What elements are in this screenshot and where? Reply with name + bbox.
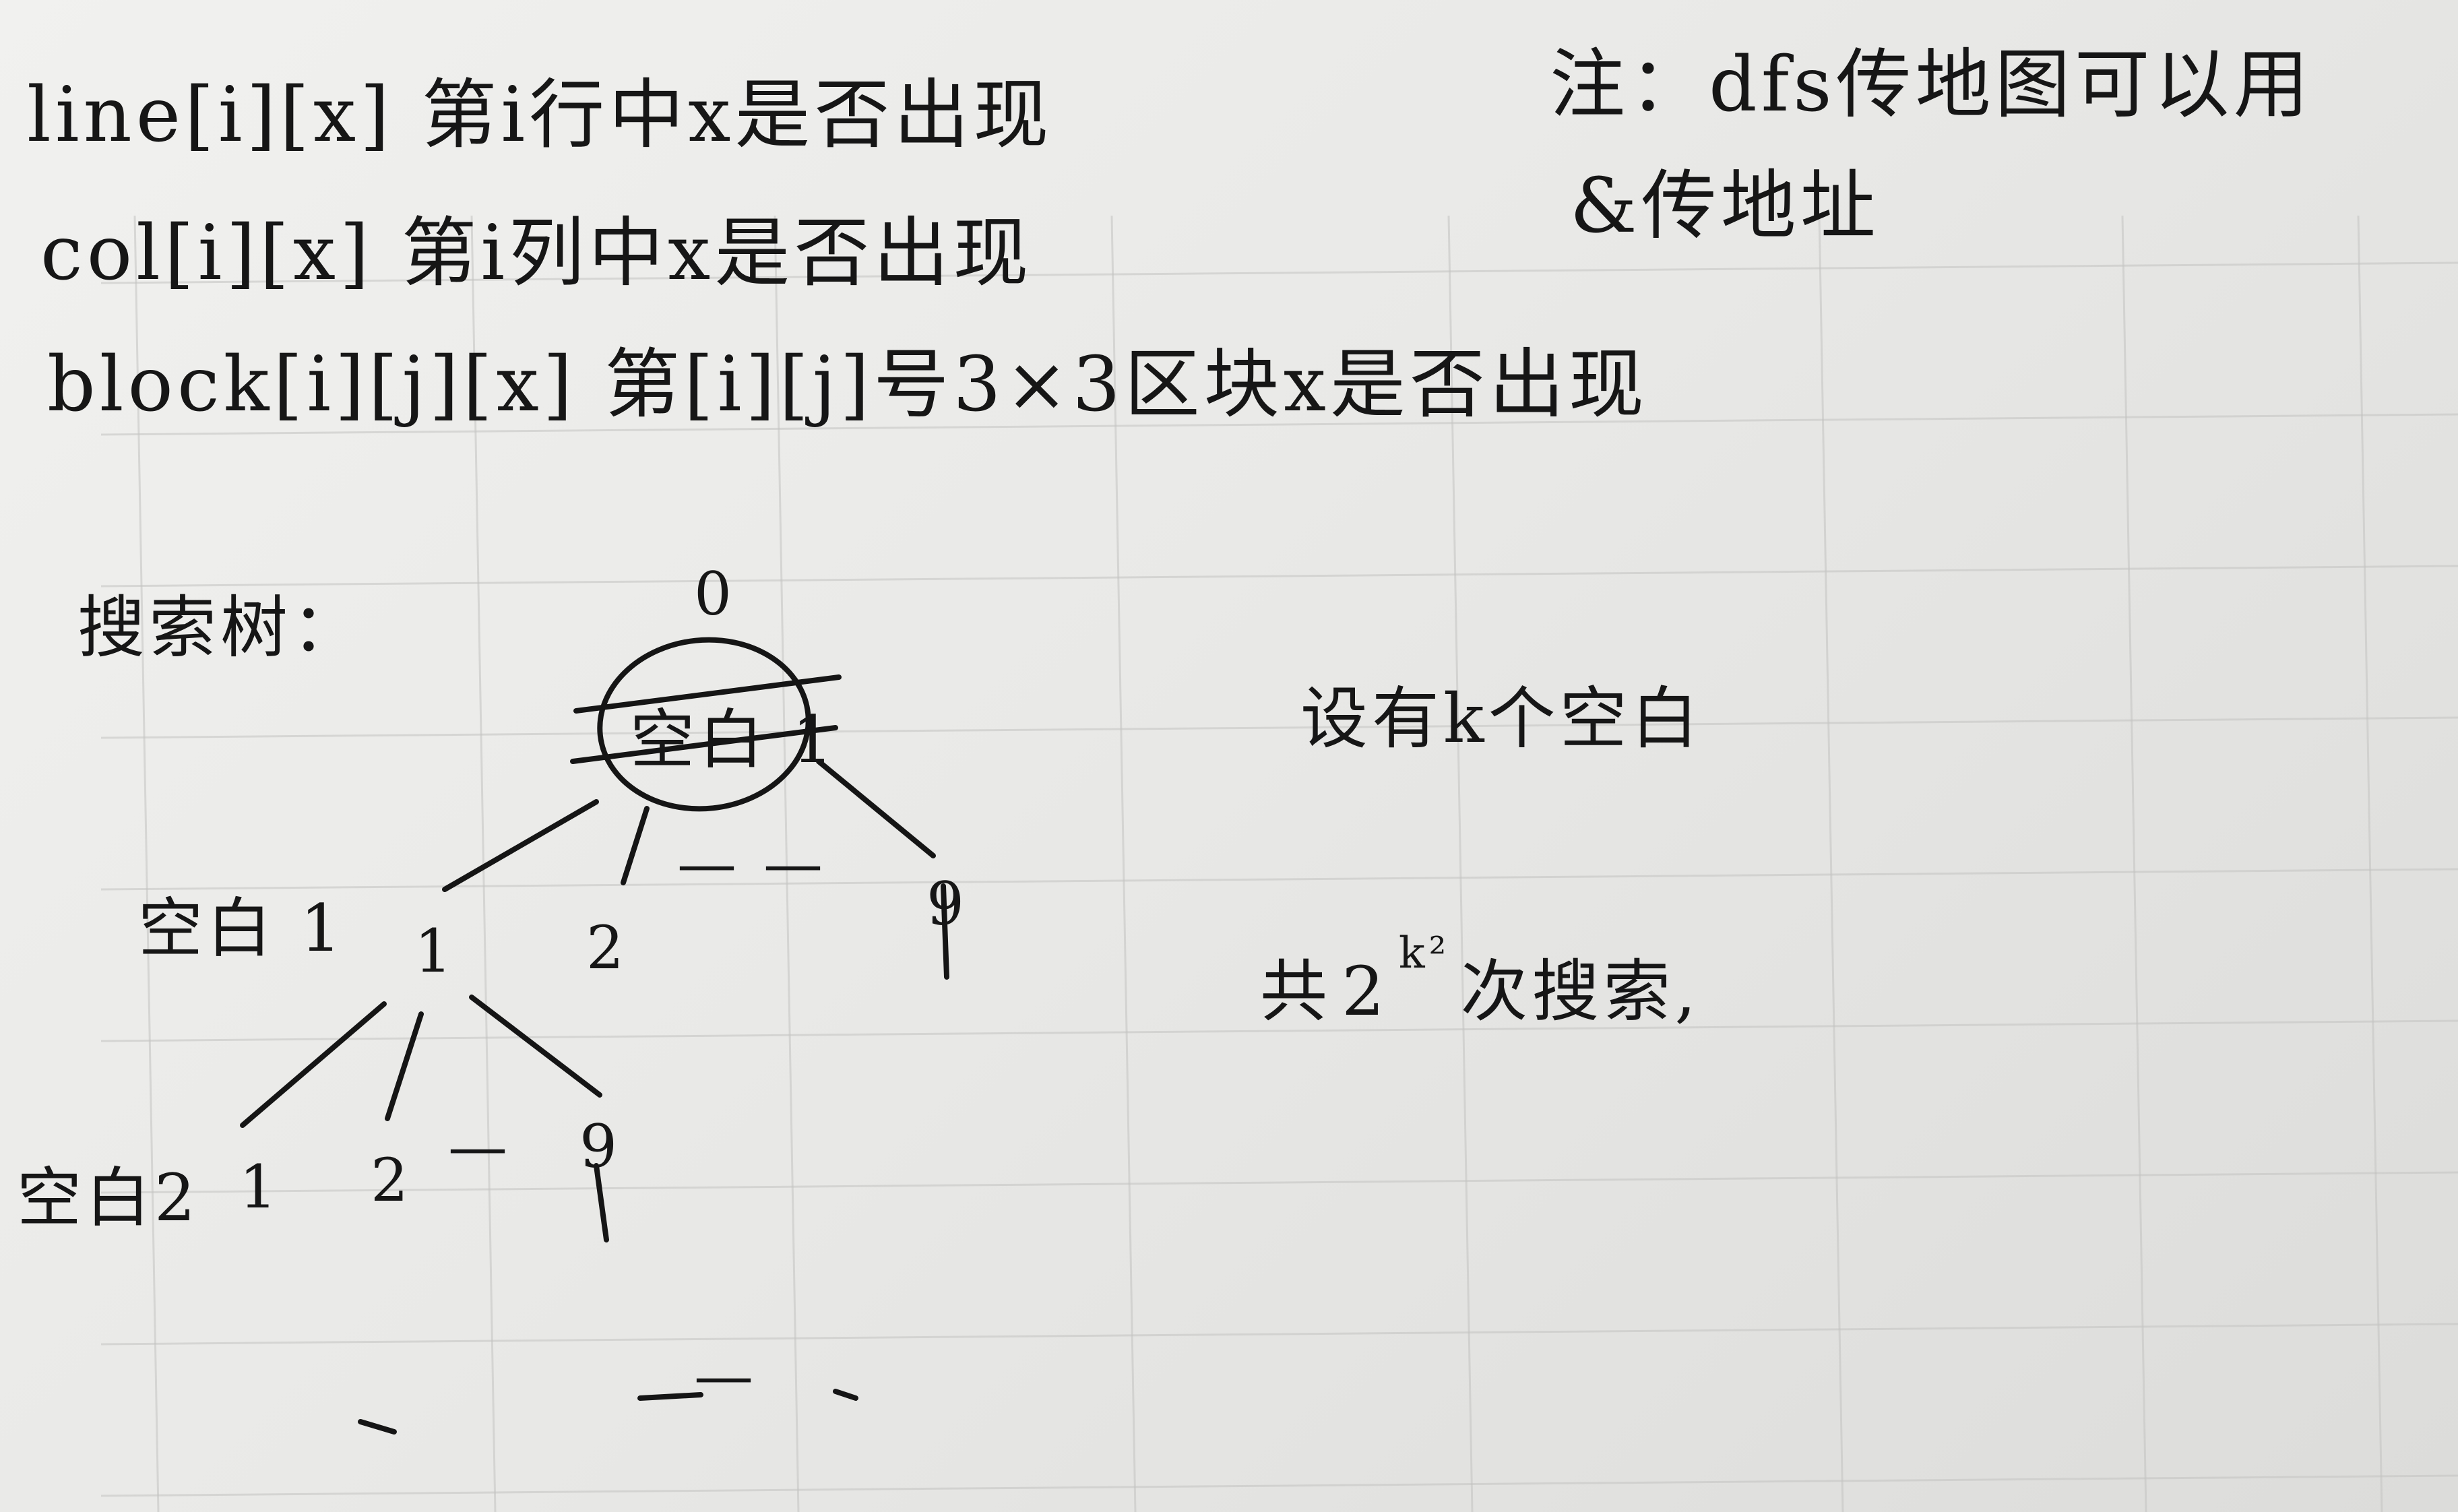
bleed-grid-line: [100, 261, 2458, 284]
complexity-base: 2: [1342, 952, 1389, 1031]
complexity-suffix: 次搜索,: [1460, 952, 1701, 1031]
bleed-grid-line: [2121, 215, 2147, 1512]
tree-continuation: —: [694, 1341, 757, 1410]
level1-tail: [941, 883, 949, 980]
level1-node-9: 9: [926, 869, 968, 939]
level2-node-1: 1: [239, 1152, 281, 1222]
complexity-prefix: 共: [1260, 952, 1331, 1031]
continuation-dash-3: [833, 1389, 858, 1401]
level2-node-2: 2: [371, 1145, 412, 1215]
bleed-grid-line: [2357, 215, 2383, 1512]
assumption-text: 设有k个空白: [1300, 679, 1703, 758]
search-tree-title: 搜索树：: [77, 588, 363, 667]
bleed-grid-line: [774, 215, 800, 1512]
bleed-grid-line: [100, 716, 2458, 739]
bleed-grid-line: [133, 215, 160, 1512]
bleed-grid-line: [1818, 215, 1844, 1512]
complexity-exponent: k²: [1398, 928, 1451, 978]
level2-ellipsis: —: [448, 1112, 511, 1181]
edge-root-2: [621, 806, 650, 885]
bleed-grid-line: [100, 413, 2458, 436]
bleed-grid-line: [1447, 215, 1474, 1512]
level2-node-9: 9: [579, 1112, 621, 1181]
bleed-grid-line: [100, 1019, 2458, 1042]
line-array-definition: line[i][x] 第i行中x是否出现: [27, 71, 1053, 159]
bleed-grid-line: [100, 565, 2458, 588]
bleed-grid-line: [100, 1474, 2458, 1497]
tree-root-value: 0: [694, 559, 736, 629]
level1-node-1: 1: [414, 916, 456, 986]
dfs-note-address: &传地址: [1570, 162, 1880, 250]
level2-tail: [594, 1163, 609, 1242]
root-node-label: 空白 1: [630, 702, 838, 778]
level1-label: 空白 1: [138, 891, 346, 966]
edge-l1-2: [385, 1011, 424, 1121]
bleed-grid-line: [100, 1171, 2458, 1194]
root-strike-2: [570, 725, 838, 764]
continuation-dash-2: [358, 1419, 397, 1435]
bleed-grid-line: [100, 868, 2458, 891]
edge-l1-9: [469, 995, 602, 1098]
block-array-definition: block[i][j][x] 第[i][j]号3×3区块x是否出现: [47, 341, 1648, 429]
dfs-note: 注：dfs传地图可以用: [1550, 41, 2313, 129]
edge-root-9: [816, 759, 936, 858]
col-array-definition: col[i][x] 第i列中x是否出现: [40, 210, 1033, 297]
level1-ellipsis: — —: [677, 829, 827, 898]
edge-l1-1: [240, 1001, 387, 1128]
root-node-circle: [597, 637, 811, 812]
complexity-text: 共 2 k² 次搜索,: [1260, 928, 1701, 1034]
bleed-grid-line: [100, 1323, 2458, 1346]
edge-root-1: [442, 799, 599, 892]
level1-node-2: 2: [586, 913, 628, 982]
bleed-grid-line: [1110, 215, 1137, 1512]
continuation-dash-1: [637, 1392, 703, 1401]
level2-label: 空白2: [17, 1160, 200, 1236]
root-strike-1: [573, 674, 842, 714]
